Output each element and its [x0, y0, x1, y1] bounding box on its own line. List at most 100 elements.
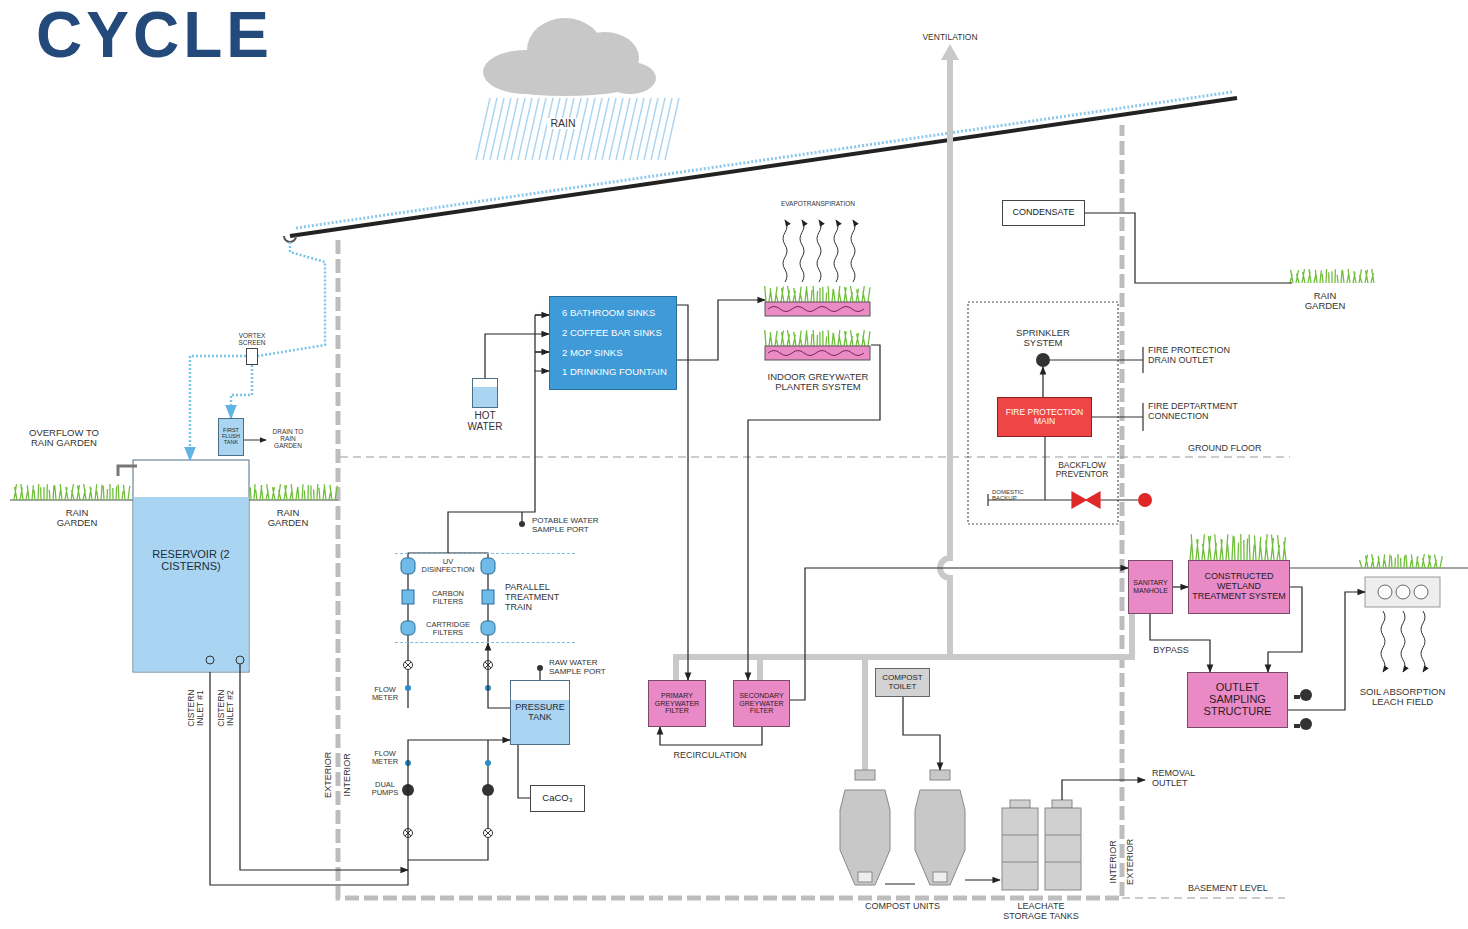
- outlet-pumps: [1300, 689, 1312, 701]
- annotation-label: INTERIOR: [1109, 832, 1119, 892]
- node-text: PRIMARY GREYWATER FILTER: [651, 692, 703, 715]
- rain-streaks: [518, 98, 532, 160]
- node-text: SOIL ABSORPTION LEACH FIELD: [1358, 687, 1448, 708]
- pipe-connector: [965, 879, 1000, 880]
- cloud: [490, 68, 640, 96]
- reservoir-tank: [206, 656, 214, 664]
- pipe-connector: [1042, 367, 1043, 397]
- node-text: 6 BATHROOM SINKS: [552, 308, 674, 318]
- grass: [765, 330, 870, 346]
- leachate-tanks: [1010, 800, 1030, 808]
- pump-symbols: [519, 521, 525, 527]
- fire-main-box: FIRE PROTECTION MAIN: [997, 397, 1092, 437]
- leach-field: SOIL ABSORPTION LEACH FIELD: [1365, 577, 1440, 607]
- sampling-box: OUTLET SAMPLING STRUCTURE: [1187, 672, 1288, 728]
- leachate-tanks: [1002, 808, 1038, 890]
- pipe-connector: [748, 345, 880, 680]
- node-text: CONSTRUCTED WETLAND TREATMENT SYSTEM: [1191, 572, 1287, 601]
- leach-field: [1378, 585, 1392, 599]
- rain-streaks: [525, 98, 539, 160]
- annotation-label: GROUND FLOOR: [1188, 444, 1278, 454]
- node-text: INDOOR GREYWATER PLANTER SYSTEM: [762, 372, 874, 393]
- annotation-label: FIRE DEPTARTMENT CONNECTION: [1148, 402, 1258, 421]
- sprinkler-head: SPRINKLER SYSTEM: [1036, 353, 1050, 367]
- compost-units: [885, 884, 915, 885]
- ventilation-arrow: [941, 44, 959, 60]
- leach-field: [1396, 585, 1410, 599]
- absorption-arrows: [1381, 611, 1385, 672]
- drain-pipes: [676, 58, 1132, 770]
- compost-units: [915, 790, 965, 885]
- fire-system: [1138, 493, 1152, 507]
- rain-streaks: [490, 98, 504, 160]
- annotation-label: BACKFLOW PREVENTOR: [1051, 461, 1113, 479]
- leach-field: [1414, 585, 1428, 599]
- condensate-line: [1085, 213, 1292, 283]
- rain-streaks: [644, 98, 658, 160]
- rain-streaks: [497, 98, 511, 160]
- leachate-tanks: LEACHATE STORAGE TANKS: [1000, 800, 1082, 890]
- evapotranspiration-arrows: [783, 220, 787, 282]
- node-text: CONDENSATE: [1013, 208, 1075, 218]
- inlet-pipes: [408, 553, 488, 708]
- building-walls: [338, 125, 1290, 898]
- filter-symbols: [401, 558, 415, 574]
- evapotranspiration-arrows: [851, 220, 855, 282]
- inlet-pipes: [240, 664, 408, 870]
- rain-streaks: [581, 98, 595, 160]
- arrow-stubs: [535, 314, 549, 315]
- rain-streaks: [623, 98, 637, 160]
- hot-water-tank: HOT WATER: [472, 378, 498, 408]
- pump-symbols: [537, 665, 543, 671]
- rain-streaks: [504, 98, 518, 160]
- rain-streaks: [630, 98, 644, 160]
- inlet-pipes: [521, 512, 522, 521]
- reservoir-tank: [244, 440, 266, 441]
- node-text: 1 DRINKING FOUNTAIN: [552, 367, 674, 377]
- leachate-tanks: [1002, 835, 1081, 862]
- rain-streaks: [588, 98, 602, 160]
- rain-streaks: [658, 98, 672, 160]
- fire-system: [1072, 492, 1100, 508]
- annotation-label: FLOW METER: [367, 686, 403, 702]
- rain-streaks: [665, 98, 679, 160]
- annotation-label: RAW WATER SAMPLE PORT: [549, 659, 615, 676]
- valve-symbols: [405, 662, 491, 836]
- roof: [296, 92, 1232, 228]
- annotation-label: FLOW METER: [367, 750, 403, 766]
- annotation-label: OVERFLOW TO RAIN GARDEN: [28, 428, 100, 449]
- annotation-label: FIRE PROTECTION DRAIN OUTLET: [1148, 346, 1248, 365]
- roof: [284, 236, 296, 242]
- diagram-title: CYCLE: [36, 0, 273, 70]
- pump-symbols: [402, 521, 543, 796]
- annotation-label: CARTRIDGE FILTERS: [417, 621, 479, 637]
- leach-field: [1365, 577, 1440, 607]
- absorption-arrows: [1401, 611, 1405, 672]
- annotation-label: BASEMENT LEVEL: [1188, 884, 1288, 894]
- compost-units: [930, 770, 950, 780]
- compost-units: [840, 770, 965, 885]
- leachate-tanks: [1002, 780, 1145, 890]
- rain-streaks: [616, 98, 630, 160]
- outlet-pumps: [1294, 695, 1300, 699]
- reservoir-tank: [133, 460, 249, 672]
- node-text: FIRE PROTECTION MAIN: [1000, 408, 1089, 426]
- grass: [14, 484, 130, 500]
- reservoir-tank: [118, 440, 266, 672]
- node-text: PARALLEL TREATMENT TRAIN: [505, 583, 571, 612]
- leachate-tanks: [1062, 780, 1145, 800]
- evapotranspiration-arrows: [800, 220, 804, 282]
- inlet-pipes: [539, 671, 540, 680]
- annotation-label: INTERIOR: [343, 745, 353, 805]
- node-text: COMPOST TOILET: [878, 674, 927, 691]
- wetland-box: CONSTRUCTED WETLAND TREATMENT SYSTEM: [1188, 560, 1290, 614]
- outlet-pumps: [1300, 718, 1312, 730]
- node-text: SPRINKLER SYSTEM: [1008, 328, 1078, 349]
- node-text: CaCO₃: [542, 793, 572, 803]
- condensate-box: CONDENSATE: [1002, 200, 1085, 226]
- rain-streaks: [483, 98, 497, 160]
- inlet-pipes: [535, 315, 549, 371]
- fixture-box: 6 BATHROOM SINKS2 COFFEE BAR SINKS2 MOP …: [549, 296, 677, 390]
- grass: [765, 286, 870, 302]
